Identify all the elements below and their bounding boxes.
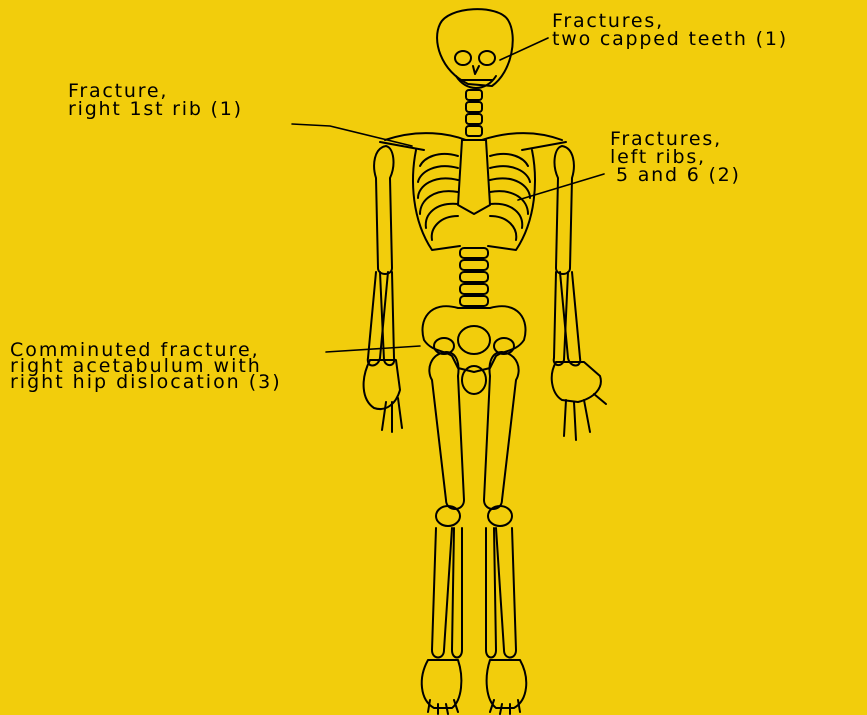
label-hip-fracture: Comminuted fracture, right acetabulum wi… xyxy=(10,342,282,390)
label-ribs-fracture: Fractures, left ribs, 5 and 6 (2) xyxy=(610,130,741,184)
right-leg xyxy=(422,352,464,714)
ribcage xyxy=(413,140,535,250)
leader-line-ribs xyxy=(518,174,604,200)
right-arm xyxy=(364,146,402,432)
leader-line-teeth xyxy=(500,38,548,60)
skull xyxy=(437,9,513,88)
label-teeth-fracture: Fractures, two capped teeth (1) xyxy=(552,12,788,48)
pelvis xyxy=(422,306,525,394)
label-rib1-fracture: Fracture, right 1st rib (1) xyxy=(68,82,243,118)
label-ribs-line-3: 5 and 6 (2) xyxy=(610,166,741,184)
left-arm xyxy=(552,146,606,440)
label-rib1-line-2: right 1st rib (1) xyxy=(68,100,243,118)
leader-line-hip xyxy=(326,346,420,352)
left-leg xyxy=(484,352,526,714)
label-hip-line-3: right hip dislocation (3) xyxy=(10,374,282,390)
spine xyxy=(460,90,488,306)
leader-line-rib1 xyxy=(292,124,412,146)
label-teeth-line-2: two capped teeth (1) xyxy=(552,30,788,48)
